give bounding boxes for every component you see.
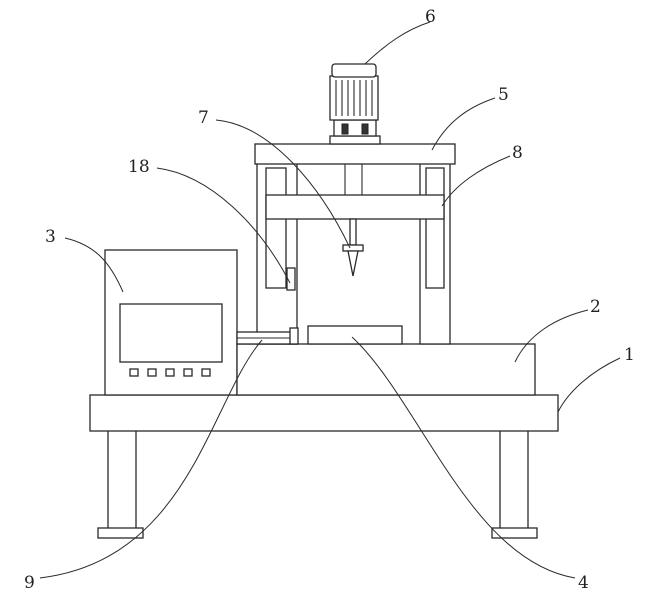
leader-8	[441, 155, 511, 207]
control-button	[165, 368, 175, 377]
label-1: 1	[624, 345, 635, 365]
work-base	[236, 343, 536, 396]
left-foot	[97, 527, 144, 539]
leader-2	[514, 309, 589, 363]
part-labels: 6 5 7 8 18 3 2 1 4 9	[24, 7, 635, 593]
leader-9	[39, 339, 263, 579]
table-legs	[97, 429, 538, 539]
cutting-tool	[347, 250, 359, 277]
leader-lines	[39, 21, 621, 579]
leader-1	[557, 357, 621, 413]
crossbeam	[265, 194, 445, 220]
motor-bolt	[361, 123, 369, 135]
top-plate	[254, 143, 456, 165]
right-leg	[499, 429, 529, 531]
right-foot	[491, 527, 538, 539]
right-column-slot	[425, 167, 445, 289]
leader-4	[351, 336, 576, 579]
spindle-shaft	[349, 218, 357, 246]
leader-18	[156, 167, 291, 284]
label-6: 6	[425, 7, 436, 27]
control-button	[129, 368, 139, 377]
label-5: 5	[498, 85, 509, 105]
clamp-assembly	[236, 327, 299, 345]
leader-7	[215, 119, 351, 249]
leader-3	[64, 237, 124, 293]
motor	[329, 63, 381, 145]
motor-cap	[331, 63, 377, 78]
label-7: 7	[198, 108, 209, 128]
control-button	[183, 368, 193, 377]
label-2: 2	[590, 297, 601, 317]
spindle-chuck	[342, 244, 364, 252]
control-box	[104, 249, 238, 396]
control-button	[201, 368, 211, 377]
label-8: 8	[512, 143, 523, 163]
motor-base	[329, 135, 381, 145]
clamp-jaw	[289, 327, 299, 345]
table-top	[89, 394, 559, 432]
leader-6	[364, 21, 431, 65]
label-9: 9	[24, 573, 35, 593]
left-leg	[107, 429, 137, 531]
control-screen	[119, 303, 223, 363]
label-3: 3	[45, 227, 56, 247]
leader-5	[431, 97, 496, 151]
control-button	[147, 368, 157, 377]
motor-flange	[333, 119, 377, 137]
workpiece	[307, 325, 403, 345]
motor-bolt	[341, 123, 349, 135]
limit-switch	[286, 267, 296, 291]
label-4: 4	[578, 573, 589, 593]
label-18: 18	[128, 157, 150, 177]
spindle-tool	[342, 218, 364, 277]
